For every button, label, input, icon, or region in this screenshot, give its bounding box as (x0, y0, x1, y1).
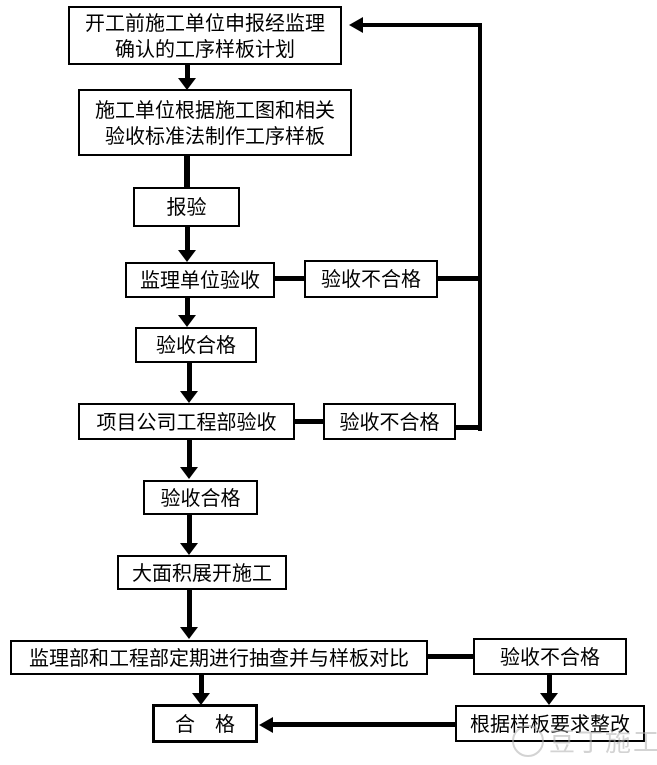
connector-fail2-to-feedback (455, 425, 482, 430)
arrow-supervisor-to-pass-head (178, 315, 196, 327)
flow-node-make-sample: 施工单位根据施工图和相关 验收标准法制作工序样板 (78, 89, 352, 156)
feedback-arrow-to-plan-head (349, 17, 363, 33)
flow-node-pass-supervisor: 验收合格 (135, 327, 257, 363)
arrow-submit-to-supervisor-shaft (185, 227, 190, 251)
arrow-dept-to-pass2-head (180, 467, 198, 479)
arrow-pass-to-dept-shaft (187, 363, 192, 392)
watermark-logo-icon (512, 724, 544, 757)
flow-node-rectify: 根据样板要求整改 (455, 705, 645, 742)
connector-make-to-submit (184, 156, 190, 187)
connector-fail1-to-feedback (438, 276, 482, 281)
arrow-plan-to-make-head (178, 78, 196, 90)
flow-node-fail-dept: 验收不合格 (323, 403, 456, 440)
flow-node-full-construction: 大面积展开施工 (117, 555, 287, 590)
flow-node-submit-inspection: 报验 (133, 187, 240, 227)
arrow-pass-to-dept-head (180, 391, 198, 403)
flow-node-fail-spotcheck: 验收不合格 (473, 638, 627, 675)
flow-node-final-pass: 合 格 (152, 704, 258, 743)
feedback-line-top (363, 23, 482, 27)
flow-node-spot-check: 监理部和工程部定期进行抽查并与样板对比 (10, 640, 428, 675)
arrow-pass2-to-full-head (180, 543, 198, 555)
watermark-text: 豆丁施工 (549, 728, 657, 758)
arrow-dept-to-pass2-shaft (187, 440, 192, 468)
arrow-rectify-to-final-shaft (272, 722, 455, 727)
flow-node-plan-line1: 开工前施工单位申报经监理 (85, 10, 325, 35)
connector-supervisor-to-fail1 (274, 276, 304, 281)
arrow-fail3-to-rectify-head (540, 693, 558, 705)
flow-node-plan: 开工前施工单位申报经监理 确认的工序样板计划 (68, 6, 342, 65)
connector-dept-to-fail2 (295, 419, 323, 424)
arrow-submit-to-supervisor-head (178, 250, 196, 262)
arrow-supervisor-to-pass-shaft (185, 298, 190, 316)
watermark: 豆丁施工 (512, 722, 657, 759)
feedback-line-vertical (478, 23, 482, 431)
arrow-full-to-spotcheck-head (180, 627, 198, 639)
arrow-spotcheck-to-final-head (192, 693, 210, 705)
arrow-full-to-spotcheck-shaft (187, 590, 192, 628)
flow-node-make-sample-line1: 施工单位根据施工图和相关 (95, 97, 335, 122)
flow-node-pass-dept: 验收合格 (143, 480, 258, 515)
connector-spotcheck-to-fail3 (428, 654, 473, 659)
arrow-spotcheck-to-final-shaft (199, 675, 204, 696)
arrow-plan-to-make-shaft (185, 65, 190, 80)
arrow-fail3-to-rectify-shaft (547, 675, 552, 694)
arrow-pass2-to-full-shaft (187, 515, 192, 544)
flow-node-supervisor-acceptance: 监理单位验收 (125, 262, 275, 298)
flow-node-fail-supervisor: 验收不合格 (304, 260, 438, 298)
arrow-rectify-to-final-head (259, 717, 273, 733)
flow-node-dept-acceptance: 项目公司工程部验收 (78, 403, 295, 440)
flow-node-plan-line2: 确认的工序样板计划 (115, 36, 295, 61)
flow-node-make-sample-line2: 验收标准法制作工序样板 (105, 123, 325, 148)
